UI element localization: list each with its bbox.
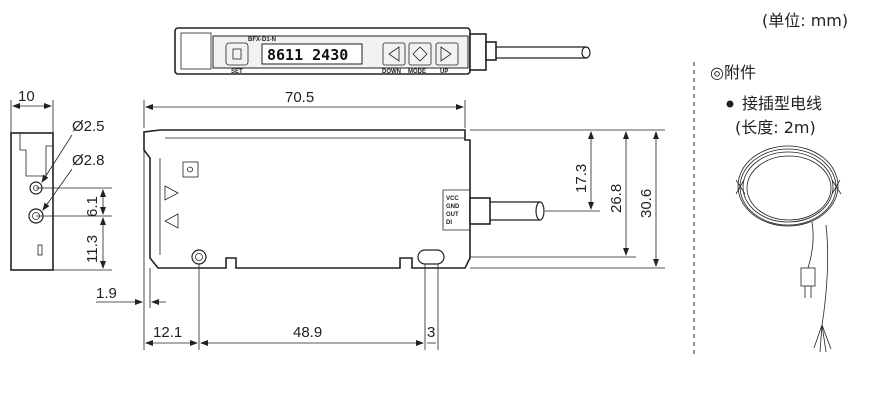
dim-h2: 26.8 bbox=[608, 184, 625, 213]
side-view: 10 Ø2.5 Ø2.8 6.1 11.3 bbox=[10, 88, 112, 271]
down-button bbox=[382, 42, 406, 66]
dim-pitch-small: 6.1 bbox=[84, 196, 101, 217]
unit-note: (单位: mm) bbox=[762, 11, 848, 30]
cable-label-out: OUT bbox=[446, 212, 459, 218]
accessory-title: ◎附件 bbox=[710, 63, 756, 82]
cable-label-gnd: GND bbox=[446, 204, 460, 210]
lcd-display bbox=[261, 43, 363, 65]
dim-pitch-large: 11.3 bbox=[84, 235, 101, 263]
bullet-icon bbox=[726, 100, 734, 108]
set-button-outline bbox=[225, 42, 249, 66]
main-view: VCC GND OUT DI 70.5 17.3 26.8 30.6 1.9 bbox=[96, 89, 665, 350]
dim-hole-dia-2: Ø2.8 bbox=[72, 152, 105, 169]
dim-h3: 30.6 bbox=[638, 189, 655, 218]
mode-label: MODE bbox=[408, 69, 426, 75]
accessory-item-length: (长度: 2m) bbox=[735, 118, 816, 137]
dim-total-length: 70.5 bbox=[285, 89, 314, 106]
display-value: 8611 2430 bbox=[267, 46, 348, 64]
cable-label-di: DI bbox=[446, 220, 452, 226]
top-view: BFX-D1-N 8611 2430 SET DOWN MODE UP bbox=[174, 27, 591, 75]
accessory-panel: ◎附件 接插型电线 (长度: 2m) bbox=[710, 63, 842, 353]
model-label: BFX-D1-N bbox=[248, 37, 276, 43]
dim-h1: 17.3 bbox=[573, 164, 590, 193]
cable-label-vcc: VCC bbox=[446, 196, 459, 202]
dim-offset-left: 1.9 bbox=[96, 285, 117, 302]
mode-button bbox=[408, 42, 432, 66]
accessory-item: 接插型电线 bbox=[742, 94, 822, 113]
dim-bottom-left: 12.1 bbox=[153, 324, 182, 341]
dim-bottom-mid: 48.9 bbox=[293, 324, 322, 341]
set-label: SET bbox=[231, 69, 243, 75]
down-label: DOWN bbox=[382, 69, 401, 75]
dim-bottom-right: 3 bbox=[427, 324, 435, 341]
dim-hole-dia-1: Ø2.5 bbox=[72, 118, 105, 135]
dim-side-width: 10 bbox=[18, 88, 35, 105]
coiled-cable-icon bbox=[735, 145, 842, 353]
up-label: UP bbox=[440, 69, 448, 75]
up-button bbox=[435, 42, 459, 66]
